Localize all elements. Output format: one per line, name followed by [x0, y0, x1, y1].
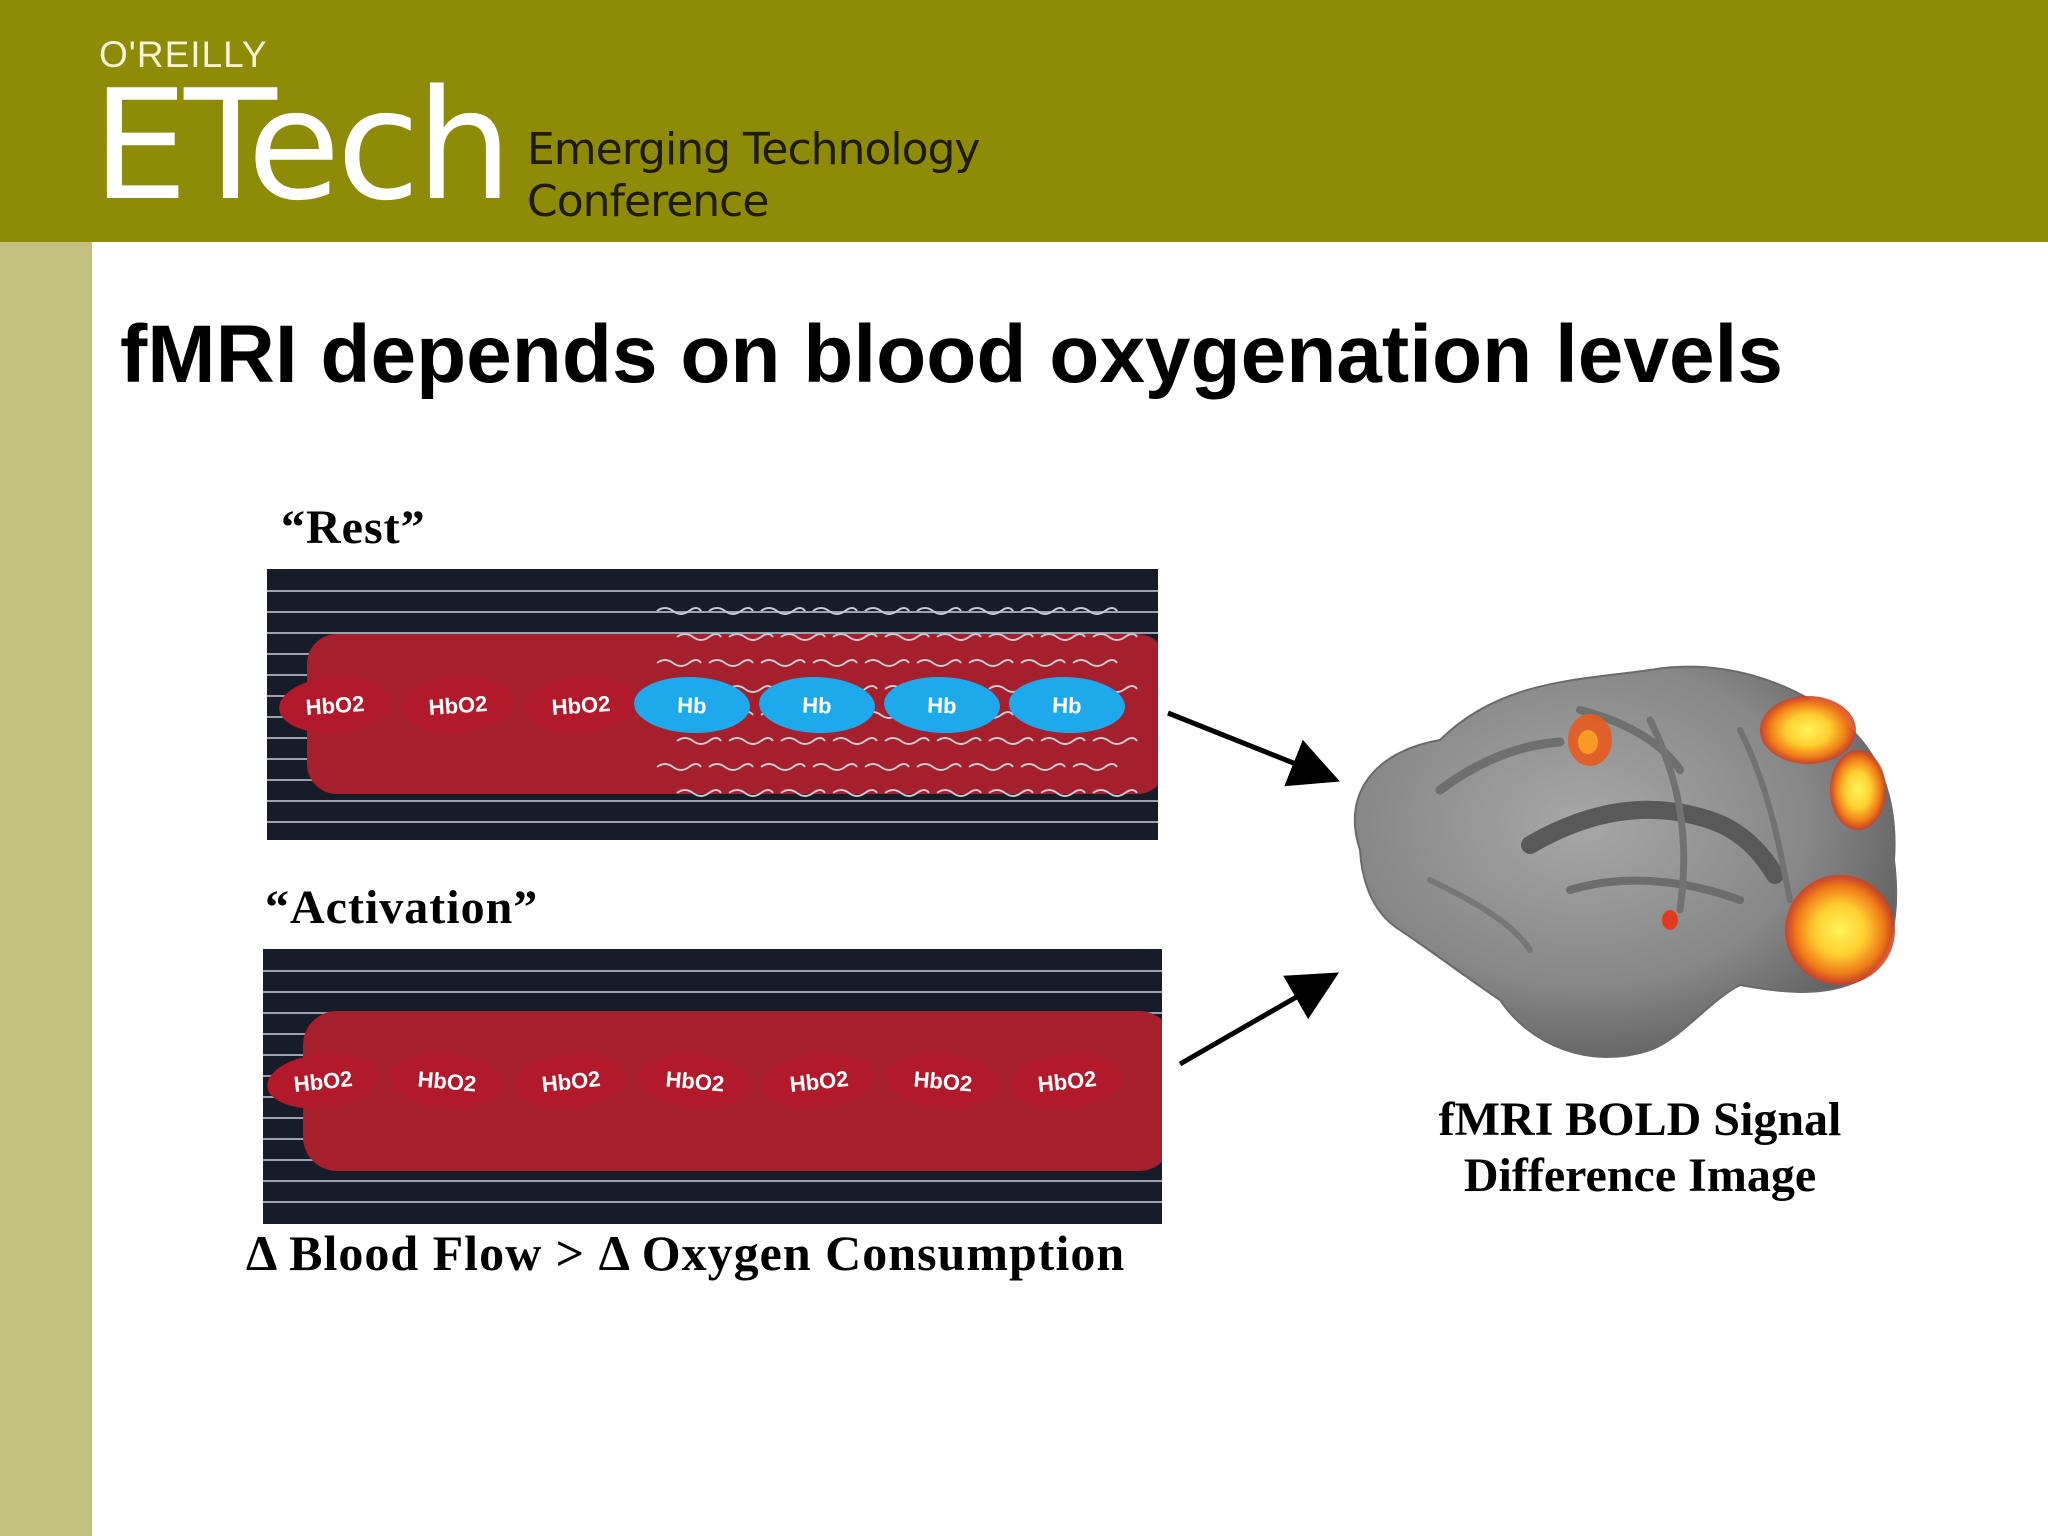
blood-cell: HbO2 — [402, 676, 514, 734]
blood-cell: HbO2 — [391, 1053, 503, 1109]
svg-text:HbO2: HbO2 — [417, 1066, 478, 1096]
svg-text:HbO2: HbO2 — [305, 691, 365, 720]
rest-vessel-illustration: HbO2 HbO2 HbO2 Hb Hb Hb Hb — [267, 569, 1158, 840]
blood-cell: HbO2 — [525, 676, 637, 734]
blood-cell: HbO2 — [763, 1053, 875, 1109]
blood-cell: HbO2 — [1011, 1053, 1123, 1109]
svg-text:HbO2: HbO2 — [665, 1066, 726, 1096]
slide-title: fMRI depends on blood oxygenation levels — [120, 309, 1783, 400]
blood-cell: Hb — [884, 676, 1000, 734]
svg-text:Hb: Hb — [677, 692, 707, 718]
svg-text:HbO2: HbO2 — [293, 1066, 354, 1097]
arrow-icon — [1167, 710, 1340, 1067]
blood-cell: Hb — [634, 676, 750, 734]
header-banner: O'REILLY ETech Emerging Technology Confe… — [0, 0, 2048, 242]
publisher-logo: O'REILLY — [99, 34, 268, 75]
svg-text:HbO2: HbO2 — [541, 1066, 602, 1097]
activation-caption: “Activation” — [265, 881, 539, 934]
svg-text:HbO2: HbO2 — [789, 1066, 850, 1097]
blood-cell: HbO2 — [267, 1053, 379, 1109]
conference-tagline: Emerging Technology Conference — [527, 124, 980, 228]
brain-caption-line-2: Difference Image — [1463, 1149, 1817, 1202]
svg-text:Hb: Hb — [802, 692, 832, 718]
blood-cell: HbO2 — [639, 1053, 751, 1109]
brain-caption: fMRI BOLD Signal Difference Image — [1340, 1092, 1940, 1204]
etech-logo: ETech — [92, 57, 512, 234]
svg-text:HbO2: HbO2 — [913, 1066, 974, 1096]
blood-cell: Hb — [1009, 676, 1125, 734]
svg-text:HbO2: HbO2 — [428, 691, 488, 720]
brain-caption-line-1: fMRI BOLD Signal — [1438, 1093, 1842, 1146]
rest-caption: “Rest” — [281, 501, 426, 554]
svg-text:HbO2: HbO2 — [1037, 1066, 1098, 1097]
svg-text:Hb: Hb — [1052, 692, 1082, 718]
blood-cell: HbO2 — [887, 1053, 999, 1109]
svg-text:Hb: Hb — [927, 692, 957, 718]
tagline-line-2: Conference — [527, 176, 769, 227]
svg-text:HbO2: HbO2 — [551, 691, 611, 720]
blood-cell: Hb — [759, 676, 875, 734]
side-accent-bar — [0, 242, 92, 1536]
blood-cell: HbO2 — [279, 676, 391, 734]
blood-cell: HbO2 — [515, 1053, 627, 1109]
tagline-line-1: Emerging Technology — [527, 124, 980, 175]
brain-activation-image — [1353, 665, 1898, 1058]
blood-flow-relation: Δ Blood Flow > Δ Oxygen Consumption — [246, 1225, 1126, 1281]
activation-vessel-illustration: HbO2 HbO2 HbO2 HbO2 HbO2 HbO2 HbO2 — [263, 949, 1162, 1224]
